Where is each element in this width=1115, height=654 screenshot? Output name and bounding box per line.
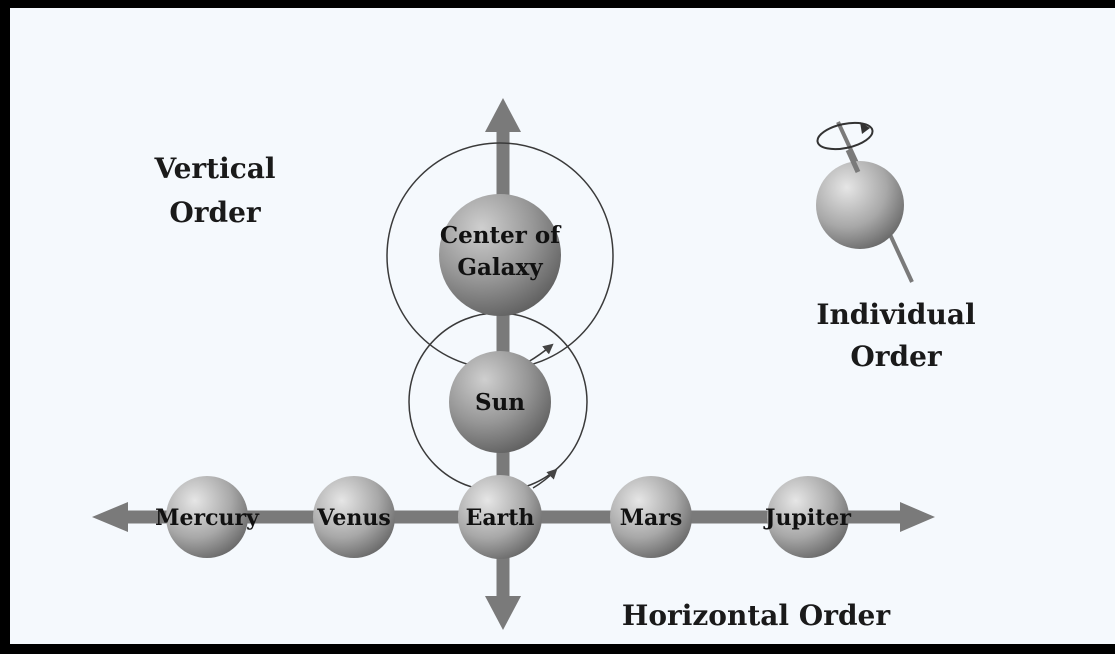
spinning-planet-icon [815, 118, 912, 282]
galaxy-label-line1: Center of [440, 222, 562, 249]
earth-label: Earth [466, 505, 535, 531]
galaxy-label-line2: Galaxy [457, 254, 543, 281]
planet-earth: Earth [458, 475, 542, 559]
mercury-label: Mercury [155, 505, 260, 531]
sun-orbit-arrow-icon [533, 470, 556, 488]
individual-order-label-line2: Order [850, 340, 943, 373]
planet-jupiter: Jupiter [763, 476, 851, 558]
sun: Sun [449, 351, 551, 453]
mars-label: Mars [620, 505, 683, 531]
galaxy-center: Center of Galaxy [439, 194, 562, 316]
vertical-order-label-line2: Order [169, 196, 262, 229]
left-arrow-icon [92, 502, 128, 532]
planet-mercury: Mercury [155, 476, 260, 558]
planet-mars: Mars [610, 476, 692, 558]
sun-label: Sun [475, 389, 525, 416]
individual-order-label-line1: Individual [816, 298, 975, 331]
galaxy-orbit-arrow-icon [528, 345, 552, 362]
horizontal-order-label: Horizontal Order [622, 599, 891, 632]
vertical-order-label-line1: Vertical [153, 152, 275, 185]
jupiter-label: Jupiter [763, 505, 851, 531]
down-arrow-icon [485, 596, 521, 630]
right-arrow-icon [900, 502, 935, 532]
up-arrow-icon [485, 98, 521, 132]
planet-venus: Venus [313, 476, 395, 558]
venus-label: Venus [316, 505, 390, 531]
